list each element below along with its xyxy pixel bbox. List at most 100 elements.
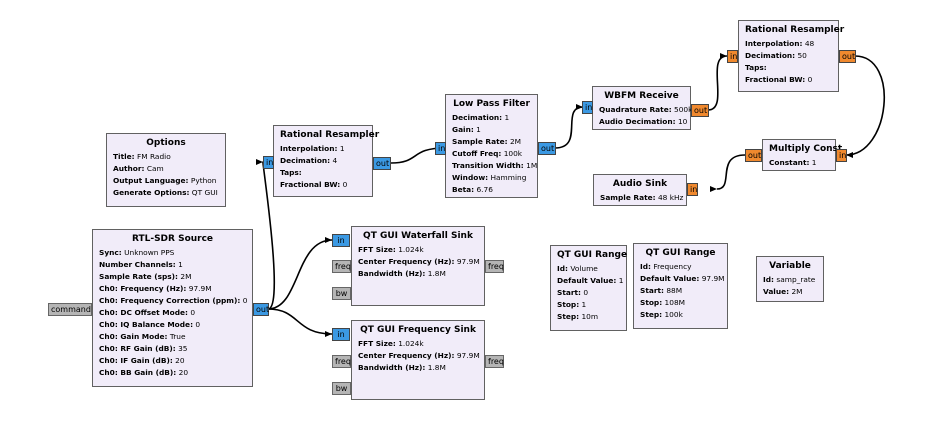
block-param: Ch0: DC Offset Mode: 0 bbox=[99, 307, 246, 319]
block-param: Value: 2M bbox=[763, 286, 817, 298]
param-key: Stop: bbox=[557, 300, 580, 309]
param-key: Sample Rate: bbox=[452, 137, 508, 146]
rational-resampler-2-block[interactable]: Rational Resampler Interpolation: 48 Dec… bbox=[738, 20, 845, 92]
block-param: Number Channels: 1 bbox=[99, 259, 246, 271]
wire-rtl-to-freqsink bbox=[267, 308, 333, 335]
param-key: Step: bbox=[557, 312, 580, 321]
waterfall-freq-in-port[interactable]: freq bbox=[332, 260, 351, 273]
param-value: 0 bbox=[583, 288, 589, 297]
param-value: samp_rate bbox=[776, 275, 816, 284]
param-key: Constant: bbox=[769, 158, 810, 167]
block-param: Title: FM Radio bbox=[113, 151, 219, 163]
param-value: 108M bbox=[664, 298, 686, 307]
param-value: Volume bbox=[570, 264, 598, 273]
low-pass-filter-block[interactable]: Low Pass Filter Decimation: 1 Gain: 1 Sa… bbox=[445, 94, 538, 198]
lowpass-out-port[interactable]: out bbox=[538, 142, 556, 155]
block-param: FFT Size: 1.024k bbox=[358, 244, 478, 256]
resampler2-in-port[interactable]: in bbox=[727, 50, 738, 63]
block-param: Decimation: 1 bbox=[452, 112, 531, 124]
freqsink-bw-port[interactable]: bw bbox=[332, 382, 351, 395]
param-key: Value: bbox=[763, 287, 790, 296]
rtlsdr-command-port[interactable]: command bbox=[48, 303, 92, 316]
param-key: Bandwidth (Hz): bbox=[358, 269, 426, 278]
rational-resampler-1-block[interactable]: Rational Resampler Interpolation: 1 Deci… bbox=[273, 125, 379, 197]
options-block[interactable]: Options Title: FM Radio Author: Cam Outp… bbox=[106, 133, 226, 207]
param-value: True bbox=[169, 332, 186, 341]
param-value: Frequency bbox=[653, 262, 692, 271]
param-value: 1.8M bbox=[427, 363, 446, 372]
waterfall-freq-out-port[interactable]: freq bbox=[485, 260, 504, 273]
block-param: Constant: 1 bbox=[769, 157, 829, 169]
resampler2-out-port[interactable]: out bbox=[839, 50, 856, 63]
waterfall-in-port[interactable]: in bbox=[332, 234, 350, 247]
block-param: Interpolation: 1 bbox=[280, 143, 366, 155]
variable-block[interactable]: Variable Id: samp_rate Value: 2M bbox=[756, 256, 824, 302]
param-key: Output Language: bbox=[113, 176, 189, 185]
audiosink-in-port[interactable]: in bbox=[687, 183, 698, 196]
param-value: 0 bbox=[190, 308, 196, 317]
param-value: 100k bbox=[664, 310, 683, 319]
block-param: Step: 100k bbox=[640, 309, 721, 321]
block-param: Author: Cam bbox=[113, 163, 219, 175]
param-value: 1 bbox=[811, 158, 817, 167]
block-param: Center Frequency (Hz): 97.9M bbox=[358, 256, 480, 268]
param-value: 0 bbox=[242, 296, 248, 305]
block-param: Gain: 1 bbox=[452, 124, 531, 136]
block-title: Audio Sink bbox=[612, 179, 668, 189]
block-title: Options bbox=[146, 138, 186, 148]
param-key: Fractional BW: bbox=[280, 180, 341, 189]
param-value: 1 bbox=[339, 144, 345, 153]
lowpass-in-port[interactable]: in bbox=[435, 142, 446, 155]
block-title: Low Pass Filter bbox=[453, 99, 530, 109]
param-value: 100k bbox=[503, 149, 523, 158]
freqsink-freq-in-port[interactable]: freq bbox=[332, 355, 351, 368]
param-key: Gain: bbox=[452, 125, 474, 134]
rtlsdr-out-port[interactable]: out bbox=[253, 303, 269, 316]
freqsink-in-port[interactable]: in bbox=[332, 328, 350, 341]
param-key: Decimation: bbox=[452, 113, 503, 122]
param-value: 50 bbox=[797, 51, 807, 60]
block-param: Ch0: Gain Mode: True bbox=[99, 331, 246, 343]
wbfm-out-port[interactable]: out bbox=[691, 104, 709, 117]
param-value: QT GUI bbox=[191, 188, 218, 197]
param-value: 97.9M bbox=[701, 274, 725, 283]
param-value: 48 bbox=[804, 39, 815, 48]
param-value: 10m bbox=[581, 312, 599, 321]
block-param: Center Frequency (Hz): 97.9M bbox=[358, 350, 480, 362]
param-key: FFT Size: bbox=[358, 245, 396, 254]
block-param: Start: 0 bbox=[557, 287, 620, 299]
param-key: Ch0: Frequency Correction (ppm): bbox=[99, 296, 241, 305]
resampler1-in-port[interactable]: in bbox=[263, 156, 274, 169]
param-key: Generate Options: bbox=[113, 188, 190, 197]
multiply-const-block[interactable]: Multiply Const Constant: 1 bbox=[762, 139, 843, 171]
waterfall-bw-port[interactable]: bw bbox=[332, 287, 351, 300]
qt-gui-range-volume-block[interactable]: QT GUI Range Id: Volume Default Value: 1… bbox=[550, 245, 627, 331]
param-value: 1 bbox=[178, 260, 183, 269]
param-key: Ch0: RF Gain (dB): bbox=[99, 344, 176, 353]
param-key: Transition Width: bbox=[452, 161, 524, 170]
param-key: Decimation: bbox=[745, 51, 796, 60]
qt-gui-range-frequency-block[interactable]: QT GUI Range Id: Frequency Default Value… bbox=[633, 243, 728, 329]
multiply-out-port[interactable]: out bbox=[745, 149, 762, 162]
freqsink-freq-out-port[interactable]: freq bbox=[485, 355, 504, 368]
param-key: Default Value: bbox=[640, 274, 700, 283]
param-key: Interpolation: bbox=[280, 144, 338, 153]
block-title: Rational Resampler bbox=[745, 25, 845, 35]
multiply-in-port[interactable]: in bbox=[836, 149, 847, 162]
param-value: 20 bbox=[175, 356, 185, 365]
wbfm-in-port[interactable]: in bbox=[582, 101, 593, 114]
block-title: QT GUI Waterfall Sink bbox=[363, 231, 473, 241]
block-param: Generate Options: QT GUI bbox=[113, 187, 219, 199]
waterfall-sink-block[interactable]: QT GUI Waterfall Sink FFT Size: 1.024k C… bbox=[351, 226, 485, 306]
param-value: Unknown PPS bbox=[124, 248, 175, 257]
audio-sink-block[interactable]: Audio Sink Sample Rate: 48 kHz bbox=[593, 174, 687, 206]
block-param: Fractional BW: 0 bbox=[745, 74, 832, 86]
frequency-sink-block[interactable]: QT GUI Frequency Sink FFT Size: 1.024k C… bbox=[351, 320, 485, 400]
block-param: Output Language: Python bbox=[113, 175, 219, 187]
wbfm-receive-block[interactable]: WBFM Receive Quadrature Rate: 500k Audio… bbox=[592, 86, 692, 130]
block-title: Multiply Const bbox=[769, 144, 843, 154]
resampler1-out-port[interactable]: out bbox=[373, 157, 391, 170]
param-key: Taps: bbox=[745, 63, 767, 72]
rtlsdr-source-block[interactable]: RTL-SDR Source Sync: Unknown PPS Number … bbox=[92, 229, 253, 387]
